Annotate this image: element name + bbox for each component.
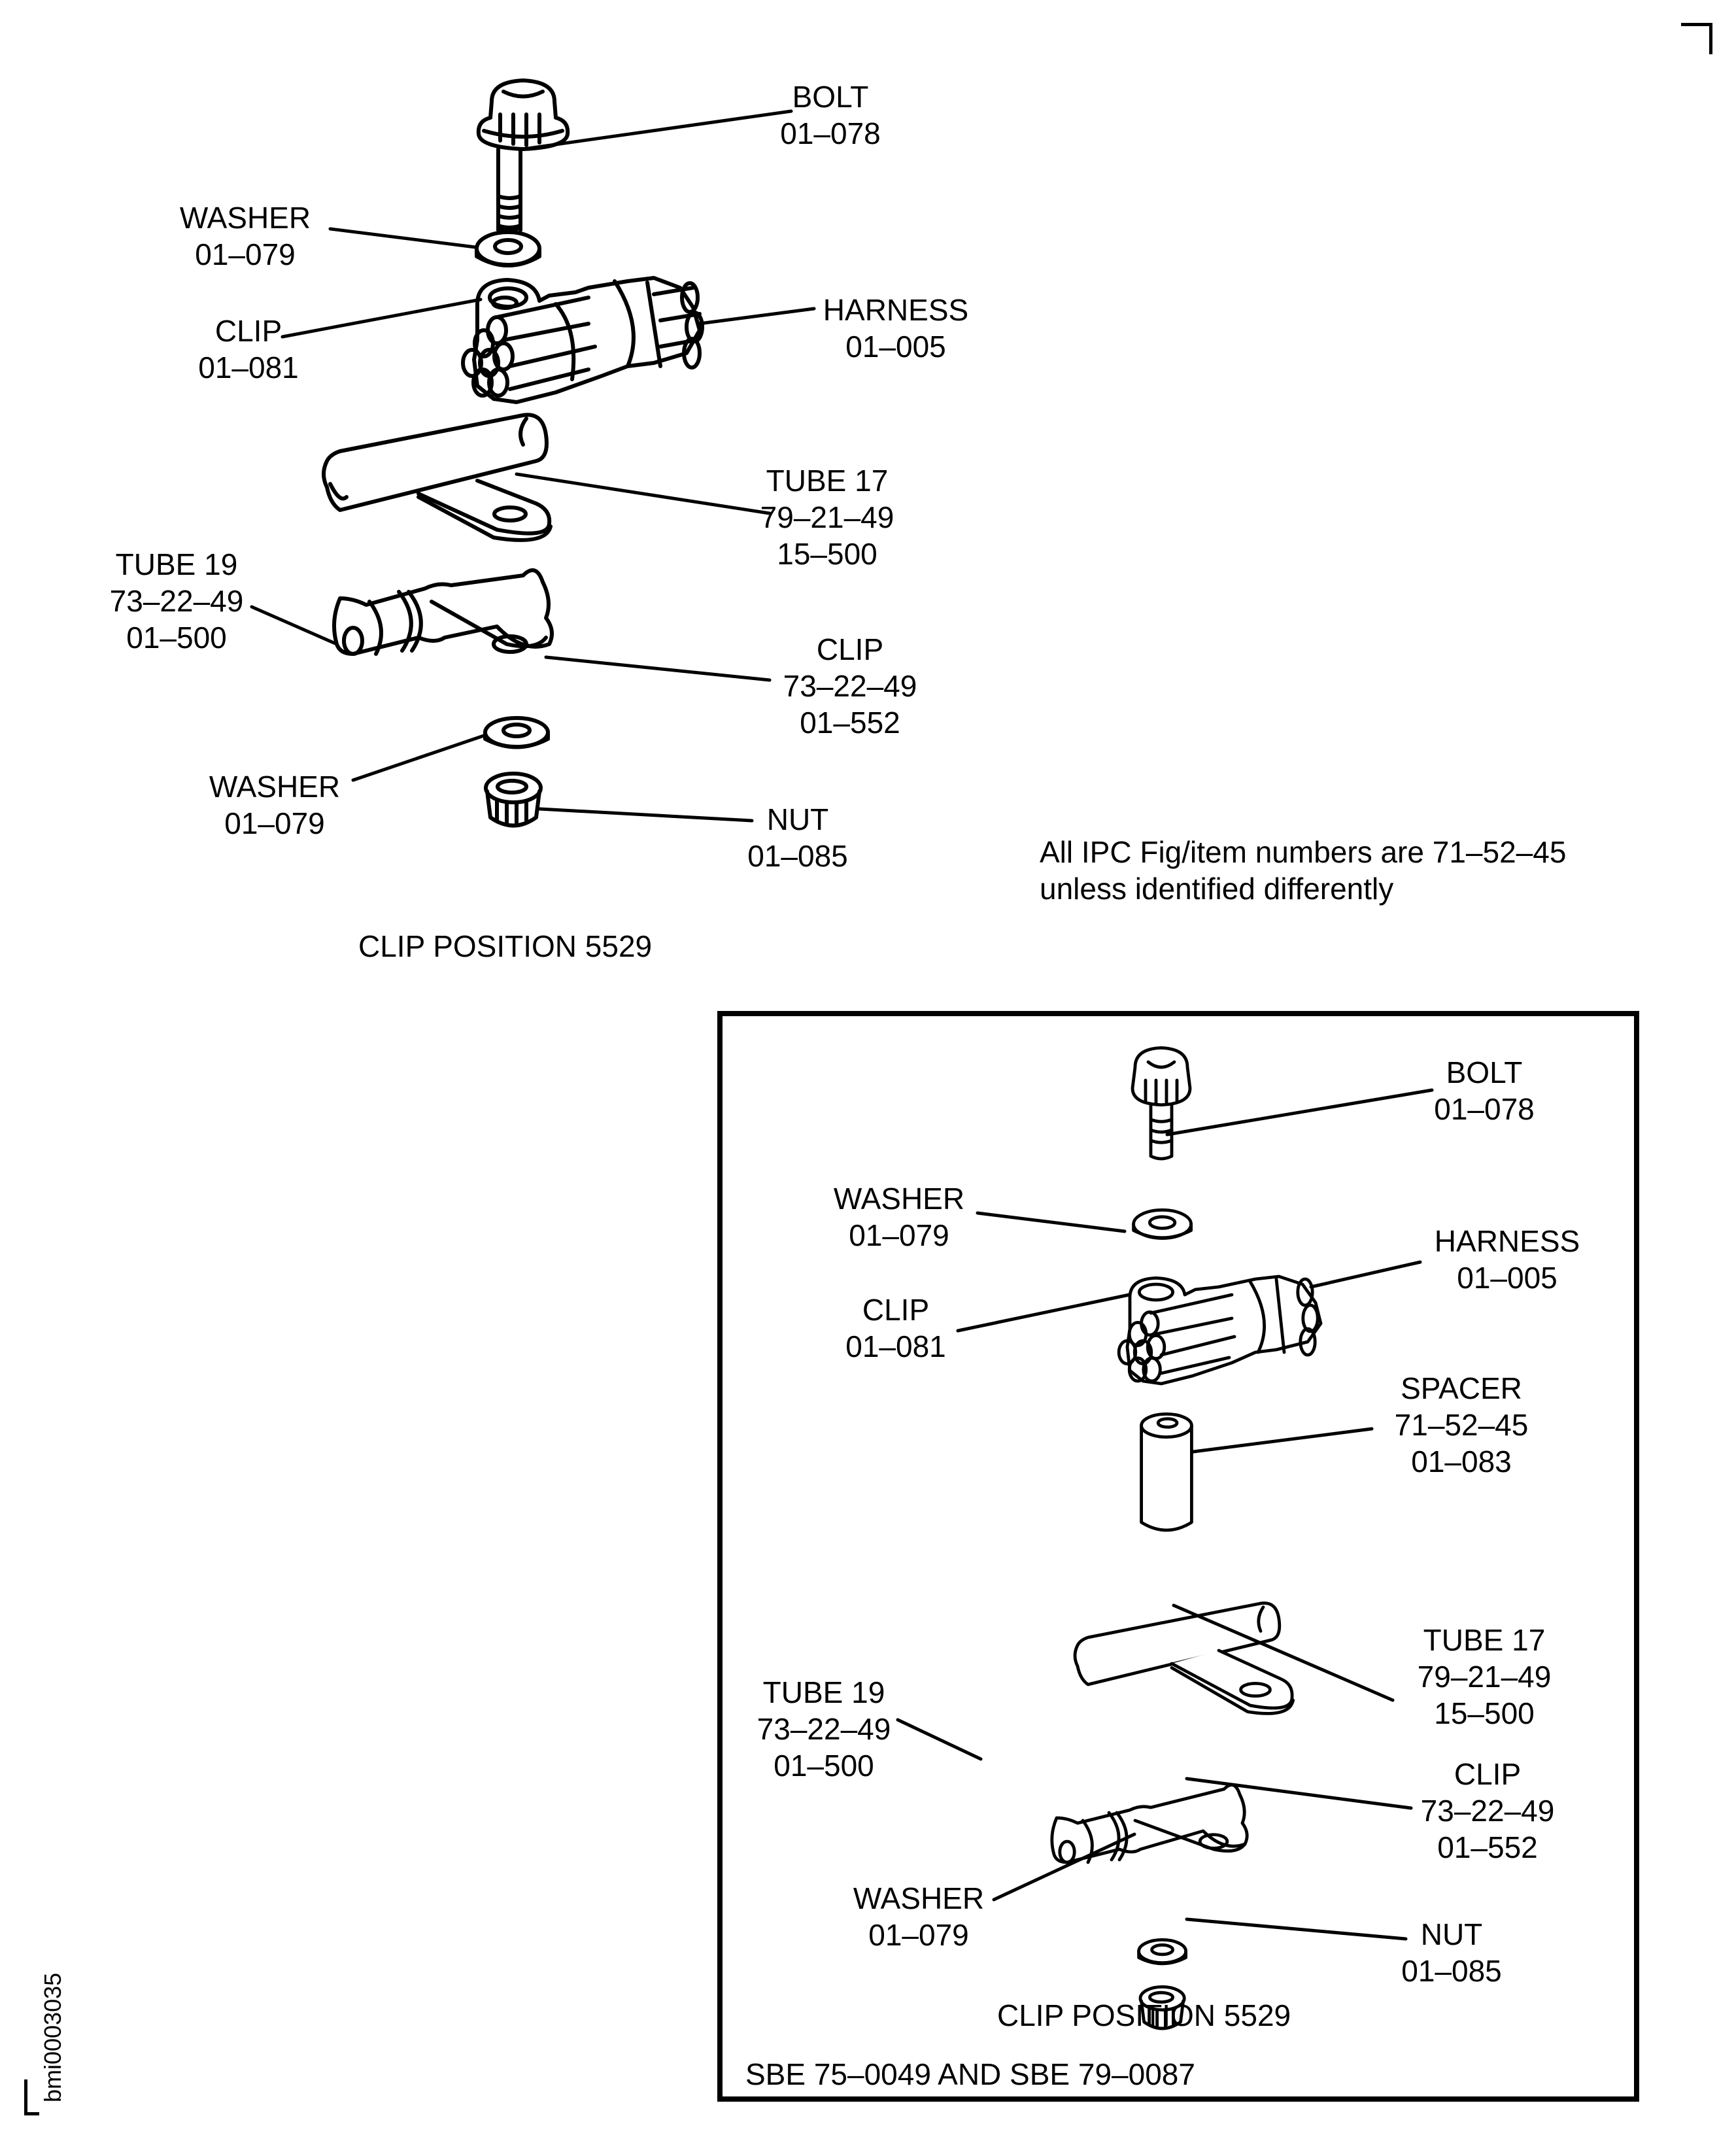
sbe-label-tube-19: TUBE 19 73–22–49 01–500 xyxy=(745,1674,902,1784)
part-ref: 01–081 xyxy=(198,350,299,385)
tube-19-clip-icon xyxy=(332,568,554,656)
part-name: NUT xyxy=(766,802,829,836)
label-clip-bottom: CLIP 73–22–49 01–552 xyxy=(765,631,935,741)
harness-clip-icon xyxy=(1117,1274,1323,1386)
label-harness: HARNESS 01–005 xyxy=(811,292,981,365)
nut-icon xyxy=(484,772,543,828)
part-ref: 01–085 xyxy=(1401,1954,1502,1988)
washer-icon xyxy=(475,230,541,267)
part-ref: 01–085 xyxy=(747,839,848,873)
part-ref: 73–22–49 xyxy=(783,669,917,703)
leader-lines xyxy=(250,109,816,823)
part-name: CLIP xyxy=(214,314,282,348)
part-ref: 79–21–49 xyxy=(1417,1660,1552,1694)
sbe-view-frame xyxy=(717,1011,1639,2102)
part-ref: 01–079 xyxy=(849,1218,949,1252)
part-name: CLIP xyxy=(862,1293,930,1327)
label-washer-bottom: WASHER 01–079 xyxy=(193,768,356,842)
part-name: SPACER xyxy=(1401,1371,1522,1405)
part-name: NUT xyxy=(1420,1917,1483,1951)
sbe-leader-lines xyxy=(896,1088,1434,1941)
sbe-view-caption: CLIP POSITION 5529 xyxy=(997,1998,1291,2032)
washer-icon xyxy=(1132,1208,1193,1240)
part-ref: 01–005 xyxy=(1457,1261,1557,1295)
part-name: TUBE 17 xyxy=(766,464,889,498)
figure-id-bracket xyxy=(24,2079,39,2115)
part-ref: 01–081 xyxy=(845,1329,946,1363)
sbe-footer-note: SBE 75–0049 AND SBE 79–0087 xyxy=(745,2057,1195,2091)
part-ref: 01–078 xyxy=(780,116,881,150)
part-name: WASHER xyxy=(209,770,341,804)
sbe-label-tube-17: TUBE 17 79–21–49 15–500 xyxy=(1399,1622,1569,1732)
tube-17-icon xyxy=(1073,1601,1295,1715)
part-ref: 01–079 xyxy=(868,1918,969,1952)
part-name: CLIP xyxy=(1454,1757,1522,1791)
sbe-label-washer-top: WASHER 01–079 xyxy=(821,1180,978,1254)
sbe-view-art xyxy=(1050,1046,1323,2030)
part-ref: 79–21–49 xyxy=(760,500,894,534)
label-nut: NUT 01–085 xyxy=(732,801,863,874)
part-name: CLIP xyxy=(816,632,884,666)
sbe-label-nut: NUT 01–085 xyxy=(1386,1916,1517,1989)
ipc-note: All IPC Fig/item numbers are 71–52–45 un… xyxy=(1040,834,1566,907)
sbe-label-clip-top: CLIP 01–081 xyxy=(834,1291,958,1365)
nut-icon xyxy=(1138,1985,1186,2030)
label-clip-top: CLIP 01–081 xyxy=(183,313,314,386)
spacer-icon xyxy=(1140,1412,1193,1532)
part-ref: 15–500 xyxy=(777,537,877,571)
tube-19-clip-icon xyxy=(1050,1783,1249,1864)
part-ref: 01–500 xyxy=(126,621,227,655)
tube-17-icon xyxy=(322,413,553,542)
bolt-icon xyxy=(1131,1046,1192,1161)
sbe-label-bolt: BOLT 01–078 xyxy=(1429,1054,1540,1127)
sbe-label-washer-bottom: WASHER 01–079 xyxy=(837,1880,1000,1953)
washer-icon xyxy=(1137,1938,1188,1966)
corner-crop-mark xyxy=(1681,23,1712,54)
part-ref: 73–22–49 xyxy=(109,584,244,618)
part-name: BOLT xyxy=(792,80,869,114)
part-name: HARNESS xyxy=(1434,1224,1580,1258)
part-name: BOLT xyxy=(1446,1055,1523,1089)
sbe-label-spacer: SPACER 71–52–45 01–083 xyxy=(1380,1370,1543,1480)
part-ref: 01–552 xyxy=(1437,1830,1538,1864)
label-tube-19: TUBE 19 73–22–49 01–500 xyxy=(98,546,255,656)
label-tube-17: TUBE 17 79–21–49 15–500 xyxy=(745,462,909,572)
bolt-icon xyxy=(476,78,570,232)
ipc-note-line-1: All IPC Fig/item numbers are 71–52–45 xyxy=(1040,835,1567,869)
standard-view-caption: CLIP POSITION 5529 xyxy=(358,929,653,963)
sbe-label-harness: HARNESS 01–005 xyxy=(1422,1223,1592,1296)
part-name: WASHER xyxy=(833,1182,965,1216)
washer-icon xyxy=(483,716,550,749)
part-name: HARNESS xyxy=(823,293,969,327)
label-washer-top: WASHER 01–079 xyxy=(167,199,324,273)
part-ref: 01–552 xyxy=(800,706,900,740)
part-ref: 01–079 xyxy=(224,806,325,840)
part-ref: 01–005 xyxy=(845,330,946,364)
figure-id: bmi0003035 xyxy=(39,1972,66,2102)
part-name: TUBE 17 xyxy=(1423,1623,1546,1657)
part-ref: 71–52–45 xyxy=(1394,1408,1529,1442)
ipc-note-line-2: unless identified differently xyxy=(1040,872,1394,906)
harness-clip-icon xyxy=(461,276,704,404)
part-ref: 01–083 xyxy=(1411,1445,1512,1479)
part-name: TUBE 19 xyxy=(762,1675,885,1709)
part-ref: 01–500 xyxy=(774,1749,874,1783)
part-name: WASHER xyxy=(853,1881,985,1915)
part-name: WASHER xyxy=(179,201,311,235)
standard-view-art xyxy=(250,78,816,828)
label-bolt: BOLT 01–078 xyxy=(772,78,889,152)
sbe-label-clip-bottom: CLIP 73–22–49 01–552 xyxy=(1403,1756,1573,1866)
part-name: TUBE 19 xyxy=(115,547,238,581)
part-ref: 01–079 xyxy=(195,237,296,271)
part-ref: 73–22–49 xyxy=(757,1712,891,1746)
part-ref: 73–22–49 xyxy=(1420,1794,1555,1828)
part-ref: 15–500 xyxy=(1434,1696,1535,1730)
part-ref: 01–078 xyxy=(1434,1092,1535,1126)
